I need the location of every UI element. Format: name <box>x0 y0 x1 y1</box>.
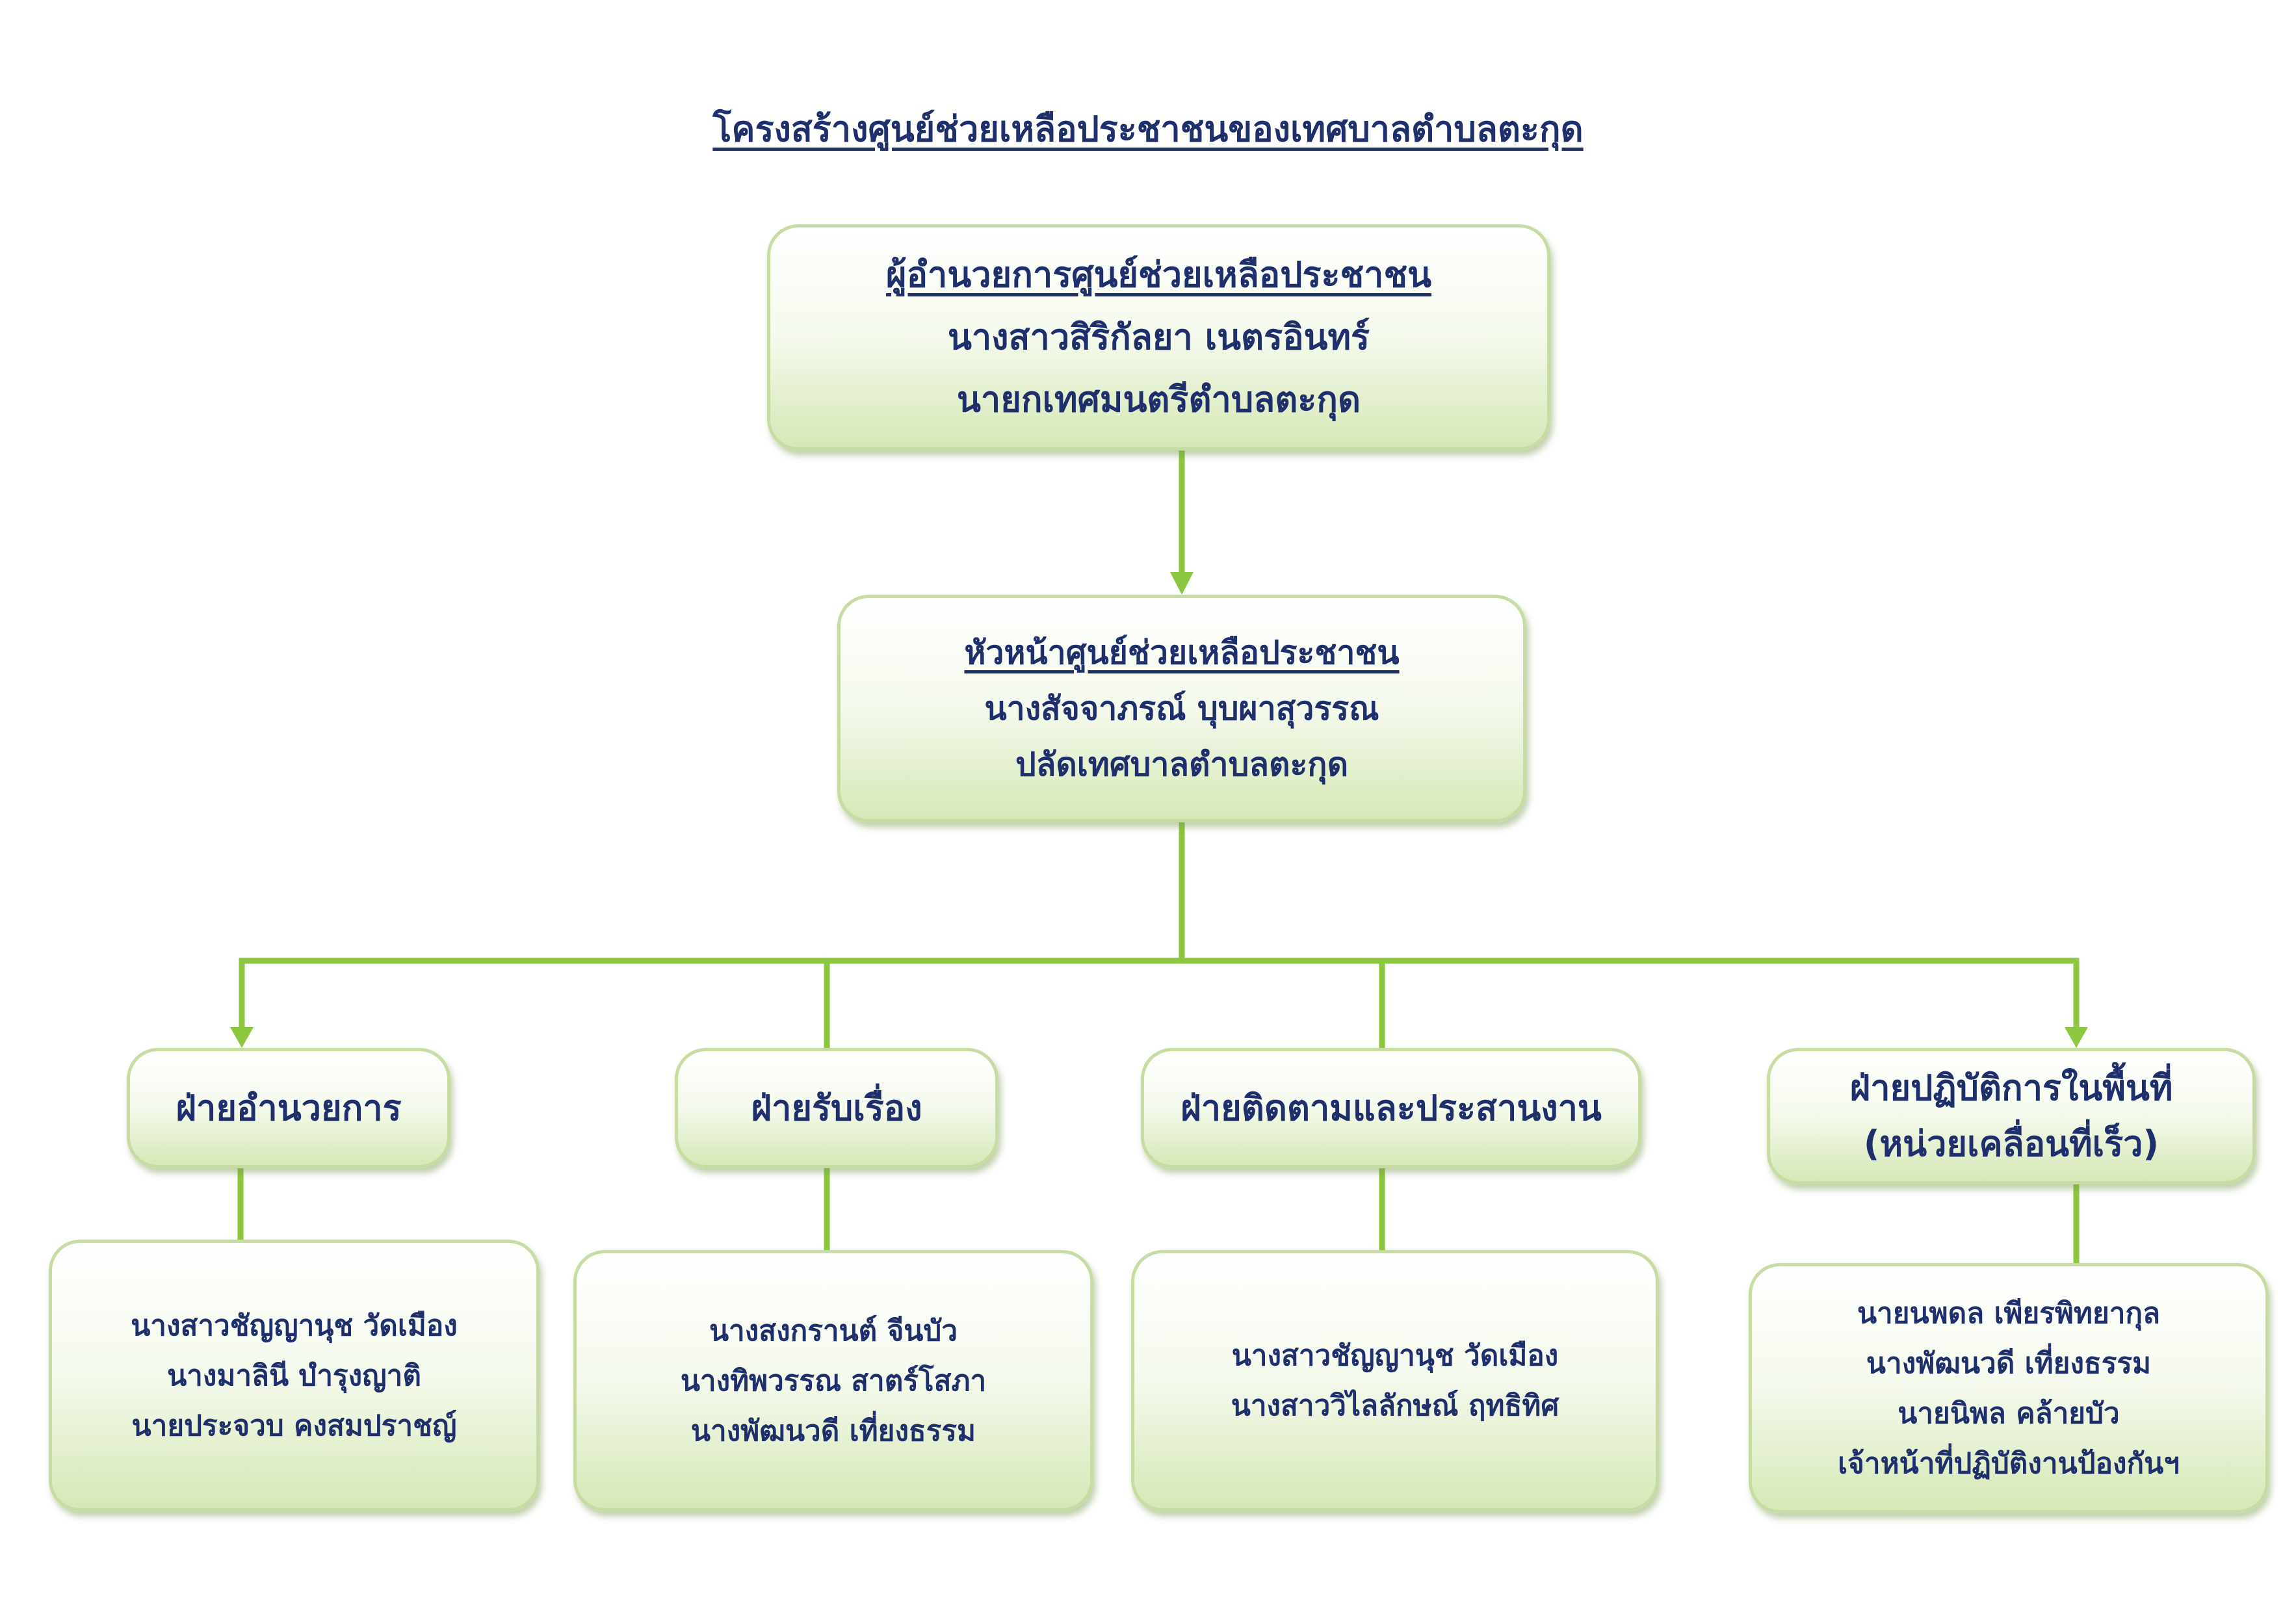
department-box-reception: ฝ่ายรับเรื่อง <box>675 1048 998 1168</box>
department-box-coordination: ฝ่ายติดตามและประสานงาน <box>1141 1048 1641 1168</box>
department-box-field-operations: ฝ่ายปฏิบัติการในพื้นที่ (หน่วยเคลื่อนที่… <box>1767 1048 2256 1184</box>
page-title: โครงสร้างศูนย์ช่วยเหลือประชาชนของเทศบาลต… <box>712 109 1584 150</box>
department-name: ฝ่ายปฏิบัติการในพื้นที่ <box>1849 1067 2173 1108</box>
head-position: ปลัดเทศบาลตำบลตะกุด <box>1015 746 1349 783</box>
staff-member: นางพัฒนวดี เที่ยงธรรม <box>690 1414 976 1448</box>
department-name: ฝ่ายติดตามและประสานงาน <box>1181 1087 1602 1129</box>
staff-member: นางมาลินี บำรุงญาติ <box>167 1359 421 1392</box>
arrow-dept-1 <box>230 1027 254 1048</box>
director-name: นางสาวสิริกัลยา เนตรอินทร์ <box>947 317 1370 358</box>
department-name: ฝ่ายรับเรื่อง <box>751 1087 922 1129</box>
department-subname: (หน่วยเคลื่อนที่เร็ว) <box>1863 1123 2159 1164</box>
staff-box-reception: นางสงกรานต์ จีนบัว นางทิพวรรณ สาตร์โสภา … <box>573 1250 1093 1511</box>
head-name: นางสัจจาภรณ์ บุบผาสุวรรณ <box>984 690 1379 727</box>
department-name: ฝ่ายอำนวยการ <box>176 1087 402 1129</box>
director-box: ผู้อำนวยการศูนย์ช่วยเหลือประชาชน นางสาวส… <box>767 224 1550 450</box>
staff-member: นางทิพวรรณ สาตร์โสภา <box>680 1364 987 1398</box>
arrow-dept-4 <box>2065 1027 2088 1048</box>
staff-member: นายประจวบ คงสมปราชญ์ <box>131 1409 457 1442</box>
department-box-administration: ฝ่ายอำนวยการ <box>127 1048 450 1168</box>
director-position: นายกเทศมนตรีตำบลตะกุด <box>956 379 1361 420</box>
staff-member: นางพัฒนวดี เที่ยงธรรม <box>1866 1346 2152 1380</box>
head-box: หัวหน้าศูนย์ช่วยเหลือประชาชน นางสัจจาภรณ… <box>837 595 1526 822</box>
staff-member: นายนิพล คล้ายบัว <box>1898 1396 2120 1430</box>
staff-member: นางสงกรานต์ จีนบัว <box>709 1314 958 1348</box>
head-role: หัวหน้าศูนย์ช่วยเหลือประชาชน <box>964 634 1400 672</box>
director-role: ผู้อำนวยการศูนย์ช่วยเหลือประชาชน <box>885 254 1432 295</box>
staff-member: เจ้าหน้าที่ปฏิบัติงานป้องกันฯ <box>1838 1446 2180 1480</box>
staff-box-coordination: นางสาวชัญญานุช วัดเมือง นางสาววิไลลักษณ์… <box>1131 1250 1659 1511</box>
staff-member: นางสาวชัญญานุช วัดเมือง <box>1231 1339 1559 1372</box>
staff-member: นางสาวชัญญานุช วัดเมือง <box>131 1309 458 1342</box>
arrow-head-to-head <box>1170 572 1194 595</box>
staff-member: นางสาววิไลลักษณ์ ฤทธิทิศ <box>1231 1389 1559 1422</box>
staff-member: นายนพดล เพียรพิทยากุล <box>1857 1296 2161 1330</box>
staff-box-administration: นางสาวชัญญานุช วัดเมือง นางมาลินี บำรุงญ… <box>49 1240 540 1511</box>
staff-box-field-operations: นายนพดล เพียรพิทยากุล นางพัฒนวดี เที่ยงธ… <box>1749 1263 2269 1513</box>
